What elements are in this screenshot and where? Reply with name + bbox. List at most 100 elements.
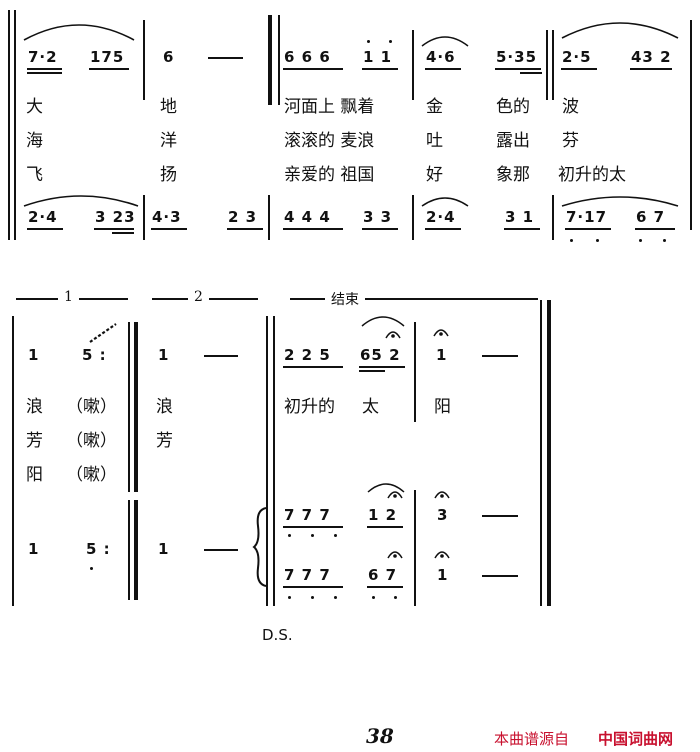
note-group: 3 1 — [505, 208, 535, 226]
underline — [362, 68, 398, 70]
underline — [94, 228, 134, 230]
note-group: 1 2 — [368, 506, 398, 524]
source-text: 本曲谱源自 — [494, 730, 570, 748]
underline — [227, 228, 263, 230]
lyric: 芬 — [562, 131, 579, 151]
lyric: 芳 — [26, 431, 43, 451]
note-group: 2 3 — [228, 208, 258, 226]
note-group: 1 — [158, 346, 170, 364]
system-2-left-bar — [12, 316, 14, 606]
barline — [143, 20, 145, 100]
underline — [362, 228, 398, 230]
lyric: 大 — [26, 97, 43, 117]
volta-1-label: 1 — [58, 289, 79, 305]
barline — [412, 195, 414, 240]
lyric: 色的 — [496, 97, 530, 117]
lyric: 吐 — [426, 131, 443, 151]
barline-end — [690, 20, 692, 230]
lyric: 初升的 — [284, 397, 335, 417]
lyric: （嗽） — [66, 397, 117, 417]
sustain-dash — [208, 57, 243, 59]
repeat-end-thick — [134, 322, 138, 492]
lyric: 亲爱的 祖国 — [284, 165, 375, 185]
underline — [27, 228, 63, 230]
repeat-barline-thin — [278, 15, 280, 105]
octave-dot-low — [90, 567, 93, 570]
barline — [414, 322, 416, 422]
lyric: 洋 — [160, 131, 177, 151]
barline — [268, 195, 270, 240]
underline — [367, 526, 403, 528]
underline — [635, 228, 675, 230]
lyric: （嗽） — [66, 465, 117, 485]
underline — [112, 232, 134, 234]
note-group: 2·4 — [426, 208, 456, 226]
double-barline-thin — [266, 316, 268, 606]
lyric: 芳 — [156, 431, 173, 451]
octave-dot — [367, 40, 370, 43]
note-group: 43 2 — [631, 48, 672, 66]
fermata-icon — [434, 491, 450, 499]
underline — [283, 228, 343, 230]
underline — [151, 228, 187, 230]
underline — [520, 72, 542, 74]
note-group: 65 2 — [360, 346, 401, 364]
underline — [359, 366, 405, 368]
note-group: 2·5 — [562, 48, 592, 66]
note-group: 6 7 — [368, 566, 398, 584]
lyric: 金 — [426, 97, 443, 117]
fine-bracket — [290, 298, 538, 300]
lyric: 好 — [426, 165, 443, 185]
underline — [367, 586, 403, 588]
fine-label: 结束 — [325, 289, 365, 309]
note-group: 175 — [90, 48, 125, 66]
underline — [27, 72, 62, 74]
note-group: 4·6 — [426, 48, 456, 66]
octave-dot-low — [570, 239, 573, 242]
lyric: 浪 — [156, 397, 173, 417]
octave-dot-low — [372, 596, 375, 599]
sustain-dash — [482, 575, 518, 577]
lyric: 初升的太 — [558, 165, 626, 185]
octave-dot-low — [596, 239, 599, 242]
note-group: 3 23 — [95, 208, 136, 226]
site-link[interactable]: 中国词曲网 — [598, 730, 674, 748]
fermata-icon — [433, 329, 449, 337]
lyric: （嗽） — [66, 431, 117, 451]
underline — [27, 68, 62, 70]
barline — [412, 30, 414, 100]
fermata-icon — [385, 331, 401, 339]
note-group: 7·2 — [28, 48, 58, 66]
note-group: 1 — [28, 346, 40, 364]
system-1-left-bar-inner — [14, 10, 16, 240]
lyric: 河面上 飘着 — [284, 97, 375, 117]
note-group: 6 6 6 — [284, 48, 331, 66]
dal-segno-mark: D.S. — [262, 626, 293, 644]
underline — [565, 228, 611, 230]
lyric: 露出 — [496, 131, 530, 151]
double-barline-thin — [273, 316, 275, 606]
lyric: 地 — [160, 97, 177, 117]
final-bar-thick — [547, 300, 551, 606]
fermata-icon — [387, 491, 403, 499]
slur-arc — [367, 483, 405, 493]
lyric: 象那 — [496, 165, 530, 185]
slur-arc — [561, 196, 679, 207]
underline — [630, 68, 672, 70]
sustain-dash — [204, 549, 238, 551]
underline — [425, 228, 461, 230]
lyric: 浪 — [26, 397, 43, 417]
system-1-left-bar — [8, 10, 10, 240]
note-group: 7 7 7 — [284, 566, 331, 584]
repeat-barline-thick — [268, 15, 272, 105]
sustain-dash — [482, 355, 518, 357]
note-group: 6 — [163, 48, 175, 66]
sustain-dash — [482, 515, 518, 517]
lyric: 阳 — [26, 465, 43, 485]
slur-arc — [23, 24, 135, 41]
breath-mark — [89, 323, 117, 343]
barline — [552, 30, 554, 100]
barline — [546, 30, 548, 100]
fermata-icon — [434, 551, 450, 559]
note-group: 1 — [28, 540, 40, 558]
